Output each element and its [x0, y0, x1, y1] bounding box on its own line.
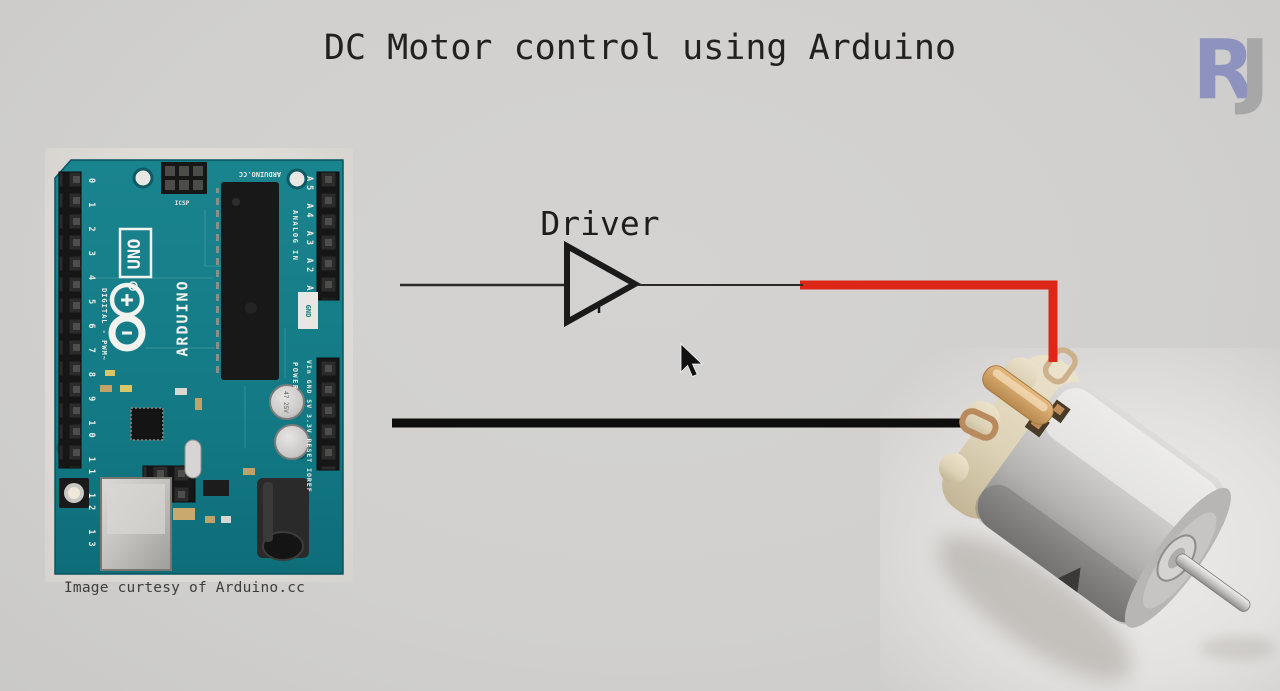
- capacitor-marking: 47 25V: [282, 391, 289, 413]
- motor-shaft: [1175, 553, 1251, 612]
- microcontroller-chip: [221, 182, 279, 380]
- arrow-pointer-icon: [680, 343, 703, 378]
- mounting-hole: [132, 167, 154, 189]
- gnd-label: GND: [304, 305, 312, 318]
- motor-capacitor: [982, 365, 1054, 425]
- chip-pins: [216, 188, 222, 374]
- image-credit-caption: Image curtesy of Arduino.cc: [64, 580, 306, 596]
- board-text-site: ARDUINO.CC: [239, 170, 281, 178]
- shaft-shadow: [1200, 636, 1276, 660]
- analog-section-label: ANALOG IN: [291, 210, 299, 261]
- crystal-oscillator: [184, 439, 202, 479]
- body-notch: [1057, 567, 1081, 593]
- analog-header: [316, 171, 340, 301]
- mounting-hole: [286, 168, 308, 190]
- motor-shadow: [938, 535, 1132, 681]
- dc-motor-image: [938, 347, 1251, 628]
- motor-end-cap: [942, 354, 1081, 519]
- pcb-traces: [95, 210, 286, 448]
- arduino-board-image: 47 25V UNO: [54, 159, 344, 575]
- page-title: DC Motor control using Arduino: [323, 28, 957, 68]
- motor-terminal-negative: [959, 408, 999, 441]
- digital-section-label: DIGITAL - PWM~: [100, 288, 108, 361]
- logo-letter-j: J: [1239, 23, 1270, 118]
- board-text-arduino: ARDUINO: [174, 279, 192, 356]
- usb-chip: [130, 407, 164, 441]
- arduino-logo-minus: [108, 314, 146, 352]
- capacitor: [274, 424, 310, 460]
- power-section-label: POWER: [291, 362, 299, 391]
- chip-pins: [278, 188, 284, 374]
- capacitor: [269, 384, 305, 420]
- buffer-triangle-icon: [564, 240, 642, 328]
- digital-pin-labels: 0 1 2 3 4 5 6 7 8 9 10 11 12 13: [86, 178, 96, 554]
- arduino-photo: 47 25V UNO: [45, 148, 353, 582]
- board-text-uno: UNO: [125, 239, 145, 270]
- digital-header: [58, 171, 82, 469]
- logo-letter-r: R: [1192, 23, 1256, 118]
- power-pin-labels: VIn GND 5V 3.3V RESET IOREF: [305, 360, 313, 493]
- fuse: [173, 508, 195, 520]
- brand-logo: RJ: [1192, 30, 1270, 112]
- voltage-regulator: [203, 480, 229, 496]
- driver-label: Driver: [540, 204, 660, 243]
- board-text-icsp: ICSP: [175, 200, 190, 207]
- analog-pin-labels: A5 A4 A3 A2 A1 A0: [304, 176, 314, 331]
- power-header: [316, 357, 340, 471]
- positive-wire: [800, 280, 1058, 362]
- uno-box: [118, 227, 153, 279]
- gnd-box: [298, 292, 318, 329]
